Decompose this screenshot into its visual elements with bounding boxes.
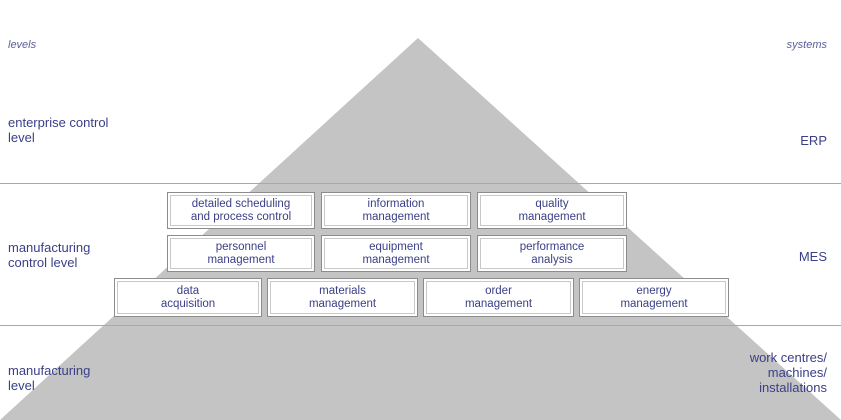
work-centres-label: work centres/ machines/ installations: [749, 350, 827, 395]
box-materials-management: materials management: [267, 278, 418, 317]
box-energy-management: energy management: [579, 278, 729, 317]
divider-bottom: [0, 325, 841, 326]
box-detailed-scheduling: detailed scheduling and process control: [167, 192, 315, 229]
enterprise-level-label: enterprise control level: [8, 115, 109, 145]
box-personnel-management: personnel management: [167, 235, 315, 272]
divider-top: [0, 183, 841, 184]
box-data-acquisition: data acquisition: [114, 278, 262, 317]
box-performance-analysis: performance analysis: [477, 235, 627, 272]
box-quality-management: quality management: [477, 192, 627, 229]
levels-header: levels: [8, 39, 37, 51]
systems-header: systems: [786, 39, 827, 51]
manufacturing-level-label: manufacturing level: [8, 363, 91, 393]
mes-label: MES: [798, 249, 827, 264]
box-order-management: order management: [423, 278, 574, 317]
box-equipment-management: equipment management: [321, 235, 471, 272]
erp-label: ERP: [800, 133, 827, 148]
control-level-label: manufacturing control level: [8, 240, 91, 270]
box-information-management: information management: [321, 192, 471, 229]
pyramid-triangle: [0, 38, 841, 420]
